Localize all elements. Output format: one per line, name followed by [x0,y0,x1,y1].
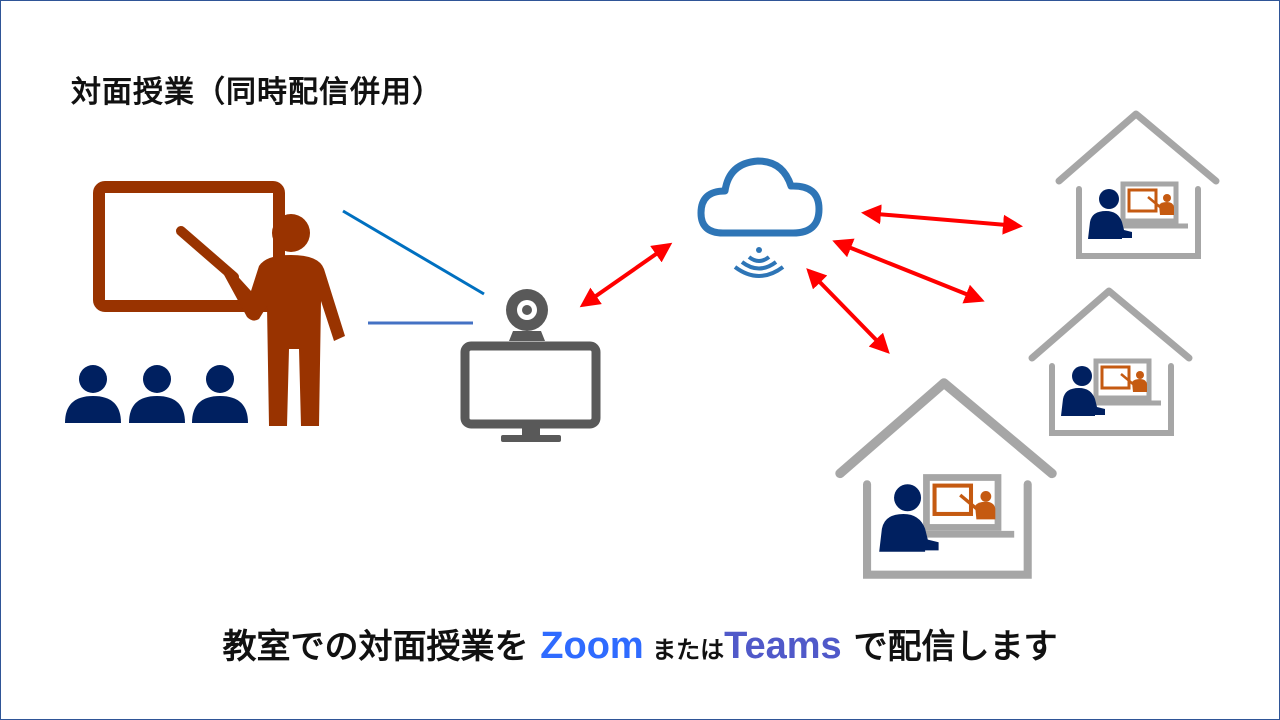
teams-label: Teams [724,625,842,667]
bidirectional-arrow [832,238,985,304]
webcam-monitor-icon [460,289,601,442]
caption-part2: で配信します [841,627,1058,667]
caption-part1: 教室での対面授業を [222,627,541,667]
audience-icon [65,365,248,423]
slide-title: 対面授業（同時配信併用） [71,75,443,110]
bidirectional-arrow [579,242,673,308]
home-study-icon [1059,114,1216,256]
home-study-icon [1032,291,1189,433]
home-study-icon [840,383,1052,575]
bidirectional-arrow [861,204,1023,235]
teacher-whiteboard-icon [93,181,345,426]
cloud-wifi-icon [697,157,823,278]
bidirectional-arrow [806,268,890,354]
caption-middle: または [643,636,725,664]
zoom-label: Zoom [540,625,644,667]
connection-line [342,209,485,296]
slide-caption: 教室での対面授業を Zoom またはTeams で配信します [1,619,1279,668]
